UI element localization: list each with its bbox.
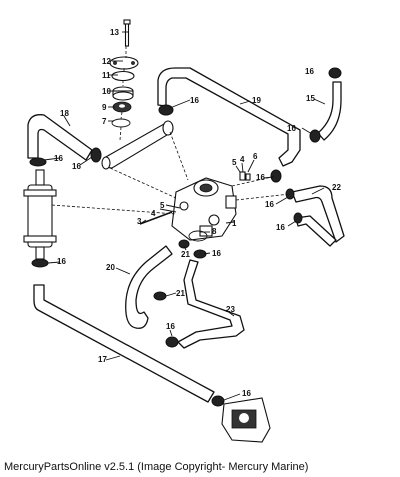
fitting-5-4-6 xyxy=(239,171,251,181)
screw-3 xyxy=(139,211,173,225)
hose-19 xyxy=(157,67,301,167)
callout-16-a: 16 xyxy=(305,67,314,76)
callout-19: 19 xyxy=(252,96,261,105)
callouts: 13 12 11 10 9 7 18 16 19 16 15 16 16 16 … xyxy=(54,28,341,398)
callout-9: 9 xyxy=(102,103,107,112)
callout-21-b: 21 xyxy=(176,289,185,298)
callout-20: 20 xyxy=(106,263,115,272)
callout-13: 13 xyxy=(110,28,119,37)
callout-12: 12 xyxy=(102,57,111,66)
callout-17: 17 xyxy=(98,355,107,364)
impeller-9 xyxy=(112,101,132,113)
hose-18 xyxy=(27,114,93,161)
clamp-16-b xyxy=(158,104,174,116)
callout-22: 22 xyxy=(332,183,341,192)
pump-body-1 xyxy=(171,177,237,241)
callout-18: 18 xyxy=(60,109,69,118)
clamp-16-j xyxy=(211,395,225,407)
callout-16-b: 16 xyxy=(190,96,199,105)
clamp-16-top-right xyxy=(328,67,342,79)
clamp-16-a xyxy=(90,147,102,163)
hose-22-lower xyxy=(295,215,337,247)
bolt-13 xyxy=(123,19,131,47)
callout-5-b: 5 xyxy=(160,201,165,210)
callout-4-a: 4 xyxy=(240,155,245,164)
clamp-16-c xyxy=(29,157,47,167)
callout-16-j: 16 xyxy=(212,249,221,258)
clamp-21-b xyxy=(153,291,167,301)
o-ring-7 xyxy=(111,118,131,128)
callout-1: 1 xyxy=(232,219,237,228)
callout-16-i: 16 xyxy=(276,223,285,232)
filter-canister xyxy=(23,169,57,260)
clamp-16-i xyxy=(165,336,179,348)
image-caption: MercuryPartsOnline v2.5.1 (Image Copyrig… xyxy=(4,461,309,473)
cap-12 xyxy=(109,56,139,70)
clamp-21-a xyxy=(178,239,190,249)
callout-11: 11 xyxy=(102,71,111,80)
callout-16-g: 16 xyxy=(256,173,265,182)
drive-assembly xyxy=(221,397,271,443)
callout-8: 8 xyxy=(212,227,217,236)
callout-5-a: 5 xyxy=(232,158,237,167)
parts-diagram: 13 12 11 10 9 7 18 16 19 16 15 16 16 16 … xyxy=(23,19,345,443)
callout-10: 10 xyxy=(102,87,111,96)
clamp-16-f xyxy=(285,188,295,200)
clamp-16-g xyxy=(293,212,303,224)
callout-4-b: 4 xyxy=(151,209,156,218)
callout-3: 3 xyxy=(137,217,142,226)
callout-16-l: 16 xyxy=(242,389,251,398)
callout-15: 15 xyxy=(306,94,315,103)
hose-23 xyxy=(177,259,245,349)
hose-17 xyxy=(33,284,215,403)
gasket-11 xyxy=(111,70,135,82)
callout-7: 7 xyxy=(102,117,107,126)
ring-10 xyxy=(112,86,134,101)
clamp-16-d xyxy=(31,258,49,268)
callout-16-k: 16 xyxy=(166,322,175,331)
cooler-canister xyxy=(101,120,174,170)
gasket-8 xyxy=(188,230,208,242)
callout-23: 23 xyxy=(226,305,235,314)
callout-21-a: 21 xyxy=(181,250,190,259)
clamp-16-e xyxy=(309,129,321,143)
hose-22 xyxy=(291,185,345,243)
callout-16-c: 16 xyxy=(287,124,296,133)
callout-16-e: 16 xyxy=(72,162,81,171)
callout-16-h: 16 xyxy=(265,200,274,209)
callout-16-d: 16 xyxy=(54,154,63,163)
leader-lines xyxy=(43,31,326,401)
hose-15 xyxy=(317,81,342,141)
hose-20 xyxy=(125,245,173,329)
callout-6: 6 xyxy=(253,152,258,161)
callout-16-f: 16 xyxy=(57,257,66,266)
